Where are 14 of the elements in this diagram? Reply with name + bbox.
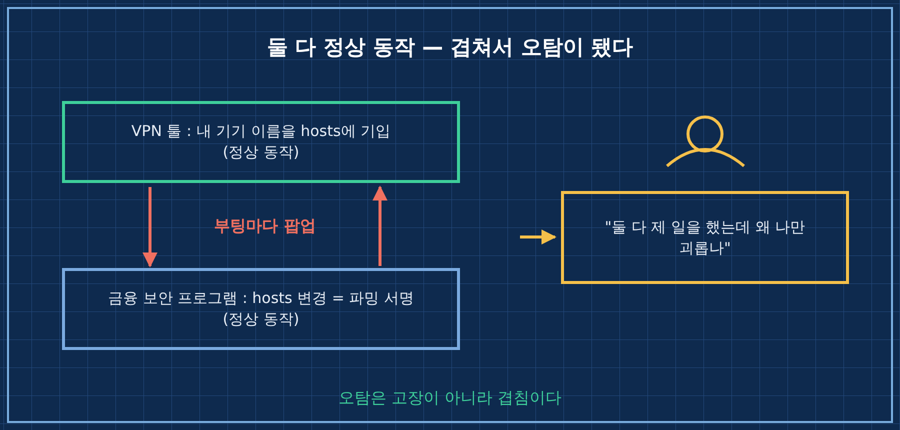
text-box xyxy=(62,101,460,183)
box-text: (정상 동작) xyxy=(222,142,300,163)
arrow xyxy=(372,186,388,266)
box-text: VPN 툴 : 내 기기 이름을 hosts에 기입 xyxy=(131,121,391,142)
arrow xyxy=(520,230,556,244)
caption-text: 오탐은 고장이 아니라 겹침이다 xyxy=(338,388,562,407)
box-text: 금융 보안 프로그램 : hosts 변경 = 파밍 서명 xyxy=(108,288,414,309)
text-box xyxy=(62,268,460,350)
box-text: "둘 다 제 일을 했는데 왜 나만 괴롭나" xyxy=(604,216,806,258)
arrow-label: 부팅마다 팝업 xyxy=(214,216,316,235)
box-text: (정상 동작) xyxy=(222,309,300,330)
text-box xyxy=(561,191,849,284)
arrow xyxy=(142,187,158,268)
title: 둘 다 정상 동작 — 겹쳐서 오탐이 됐다 xyxy=(266,35,634,59)
